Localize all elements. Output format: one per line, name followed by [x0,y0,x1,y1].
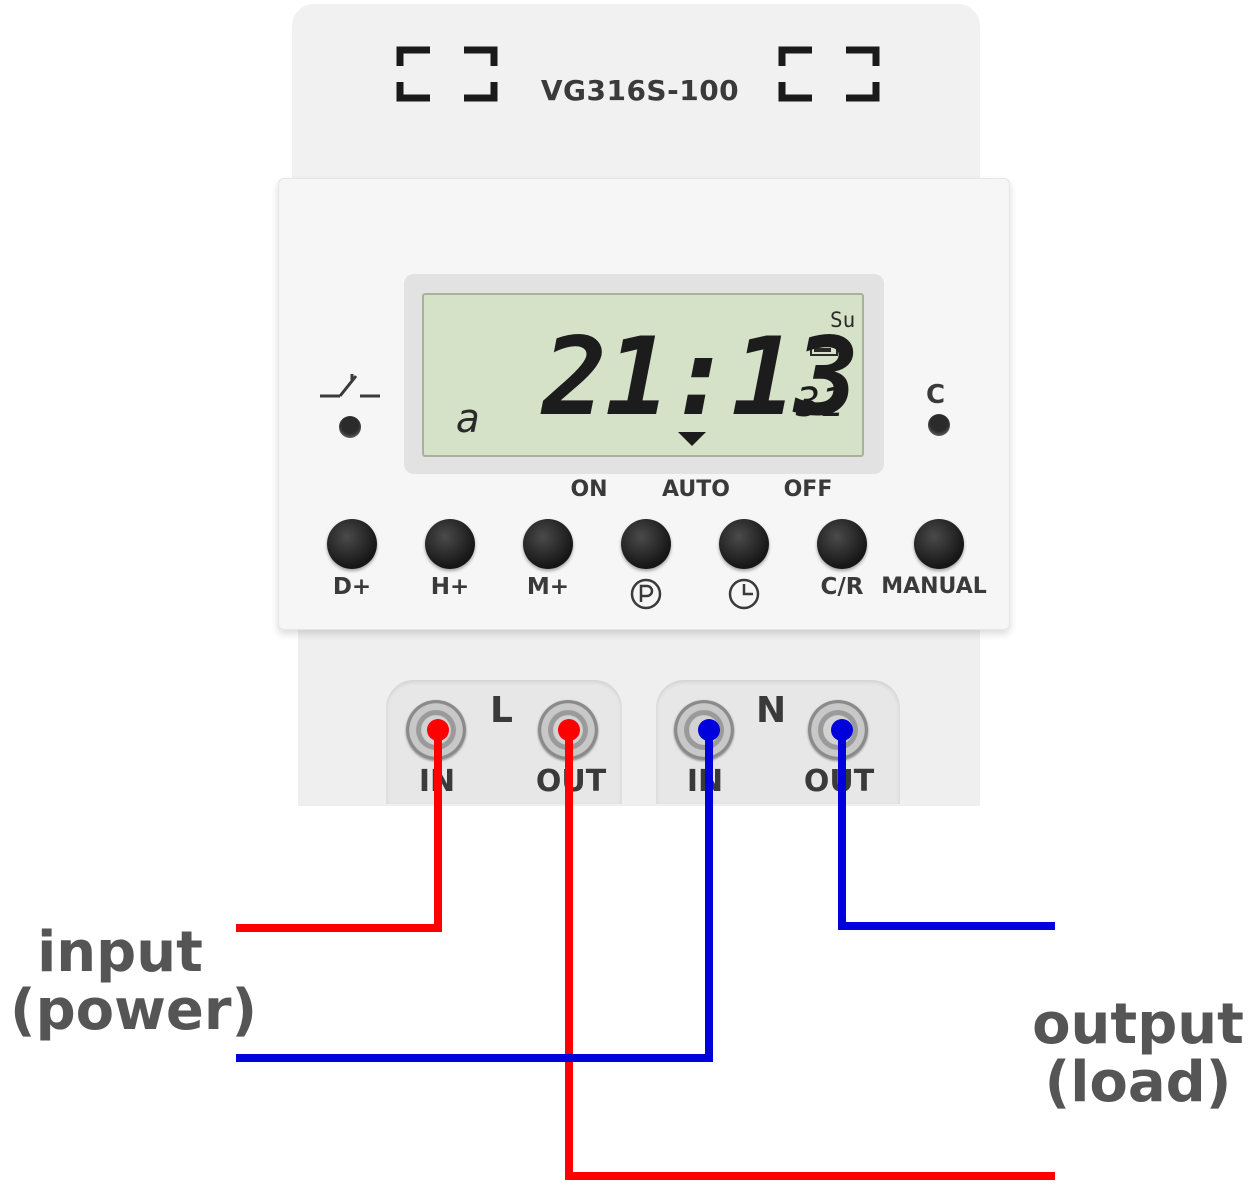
mode-pointer-icon [678,432,706,446]
output-label: output (load) [1030,996,1246,1112]
c-indicator-led [928,414,950,436]
neutral-output-wire [838,730,1055,930]
lcd-display [422,293,864,457]
battery-fill [814,348,831,352]
live-out-wire-dot [558,719,580,741]
battery-icon [810,344,841,356]
cancel-recall-button[interactable] [817,519,867,569]
relay-switch-icon [320,374,380,398]
model-number: VG316S-100 [540,74,740,107]
output-label-line1: output [1032,992,1244,1057]
lcd-mode-char: a [456,396,481,442]
live-terminal-letter: L [490,690,513,731]
neutral-terminal-letter: N [756,690,787,731]
left-bracket-icon [396,46,498,102]
day-plus-button[interactable] [327,519,377,569]
hour-plus-button[interactable] [425,519,475,569]
neutral-input-wire [236,730,713,1062]
right-bracket-icon [778,46,880,102]
clock-button[interactable] [719,519,769,569]
mode-label-on: ON [570,477,608,502]
cancel-recall-label: C/R [820,574,864,600]
program-button[interactable] [621,519,671,569]
minute-plus-button[interactable] [523,519,573,569]
c-indicator-label: C [926,380,946,410]
output-label-line2: (load) [1044,1050,1232,1115]
lcd-seconds: 31 [796,380,845,426]
mode-label-auto: AUTO [662,477,730,502]
relay-status-led [339,416,361,438]
minute-plus-label: M+ [526,574,570,600]
clock-icon [728,578,760,610]
lcd-day: Su [830,308,856,332]
live-output-wire [565,730,1055,1180]
neutral-in-wire-dot [698,719,720,741]
lcd-time: 21:13 [542,315,859,440]
manual-label: MANUAL [881,574,987,599]
program-p-icon [630,578,662,610]
live-input-wire [236,730,442,932]
manual-button[interactable] [914,519,964,569]
hour-plus-label: H+ [430,574,470,600]
input-label-line1: input [37,920,203,985]
mode-label-off: OFF [783,477,833,502]
neutral-out-wire-dot [831,719,853,741]
live-in-wire-dot [427,719,449,741]
input-label: input (power) [10,920,258,1043]
day-plus-label: D+ [332,574,372,600]
input-label-line2: (power) [10,978,258,1043]
